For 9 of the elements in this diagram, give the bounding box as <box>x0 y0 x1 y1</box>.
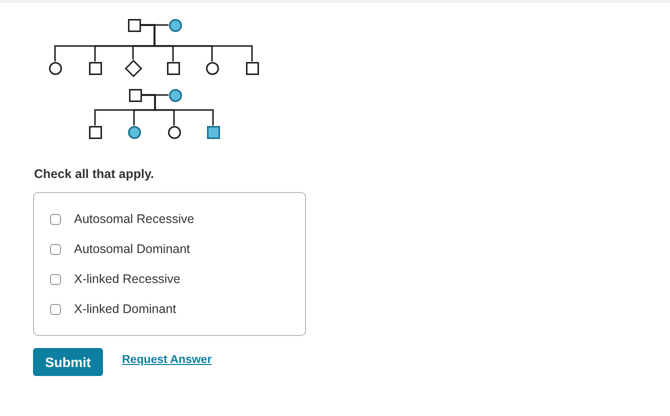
option-label: X-linked Recessive <box>74 272 180 286</box>
submit-button: Submit <box>33 348 103 376</box>
option-label: X-linked Dominant <box>74 302 176 316</box>
question-prompt: Check all that apply. <box>34 167 154 181</box>
option-label: Autosomal Dominant <box>74 242 190 256</box>
option-label: Autosomal Recessive <box>74 212 194 226</box>
descent-line <box>140 24 253 62</box>
descent-line <box>142 94 214 126</box>
request-answer-link: Request Answer <box>122 354 212 366</box>
